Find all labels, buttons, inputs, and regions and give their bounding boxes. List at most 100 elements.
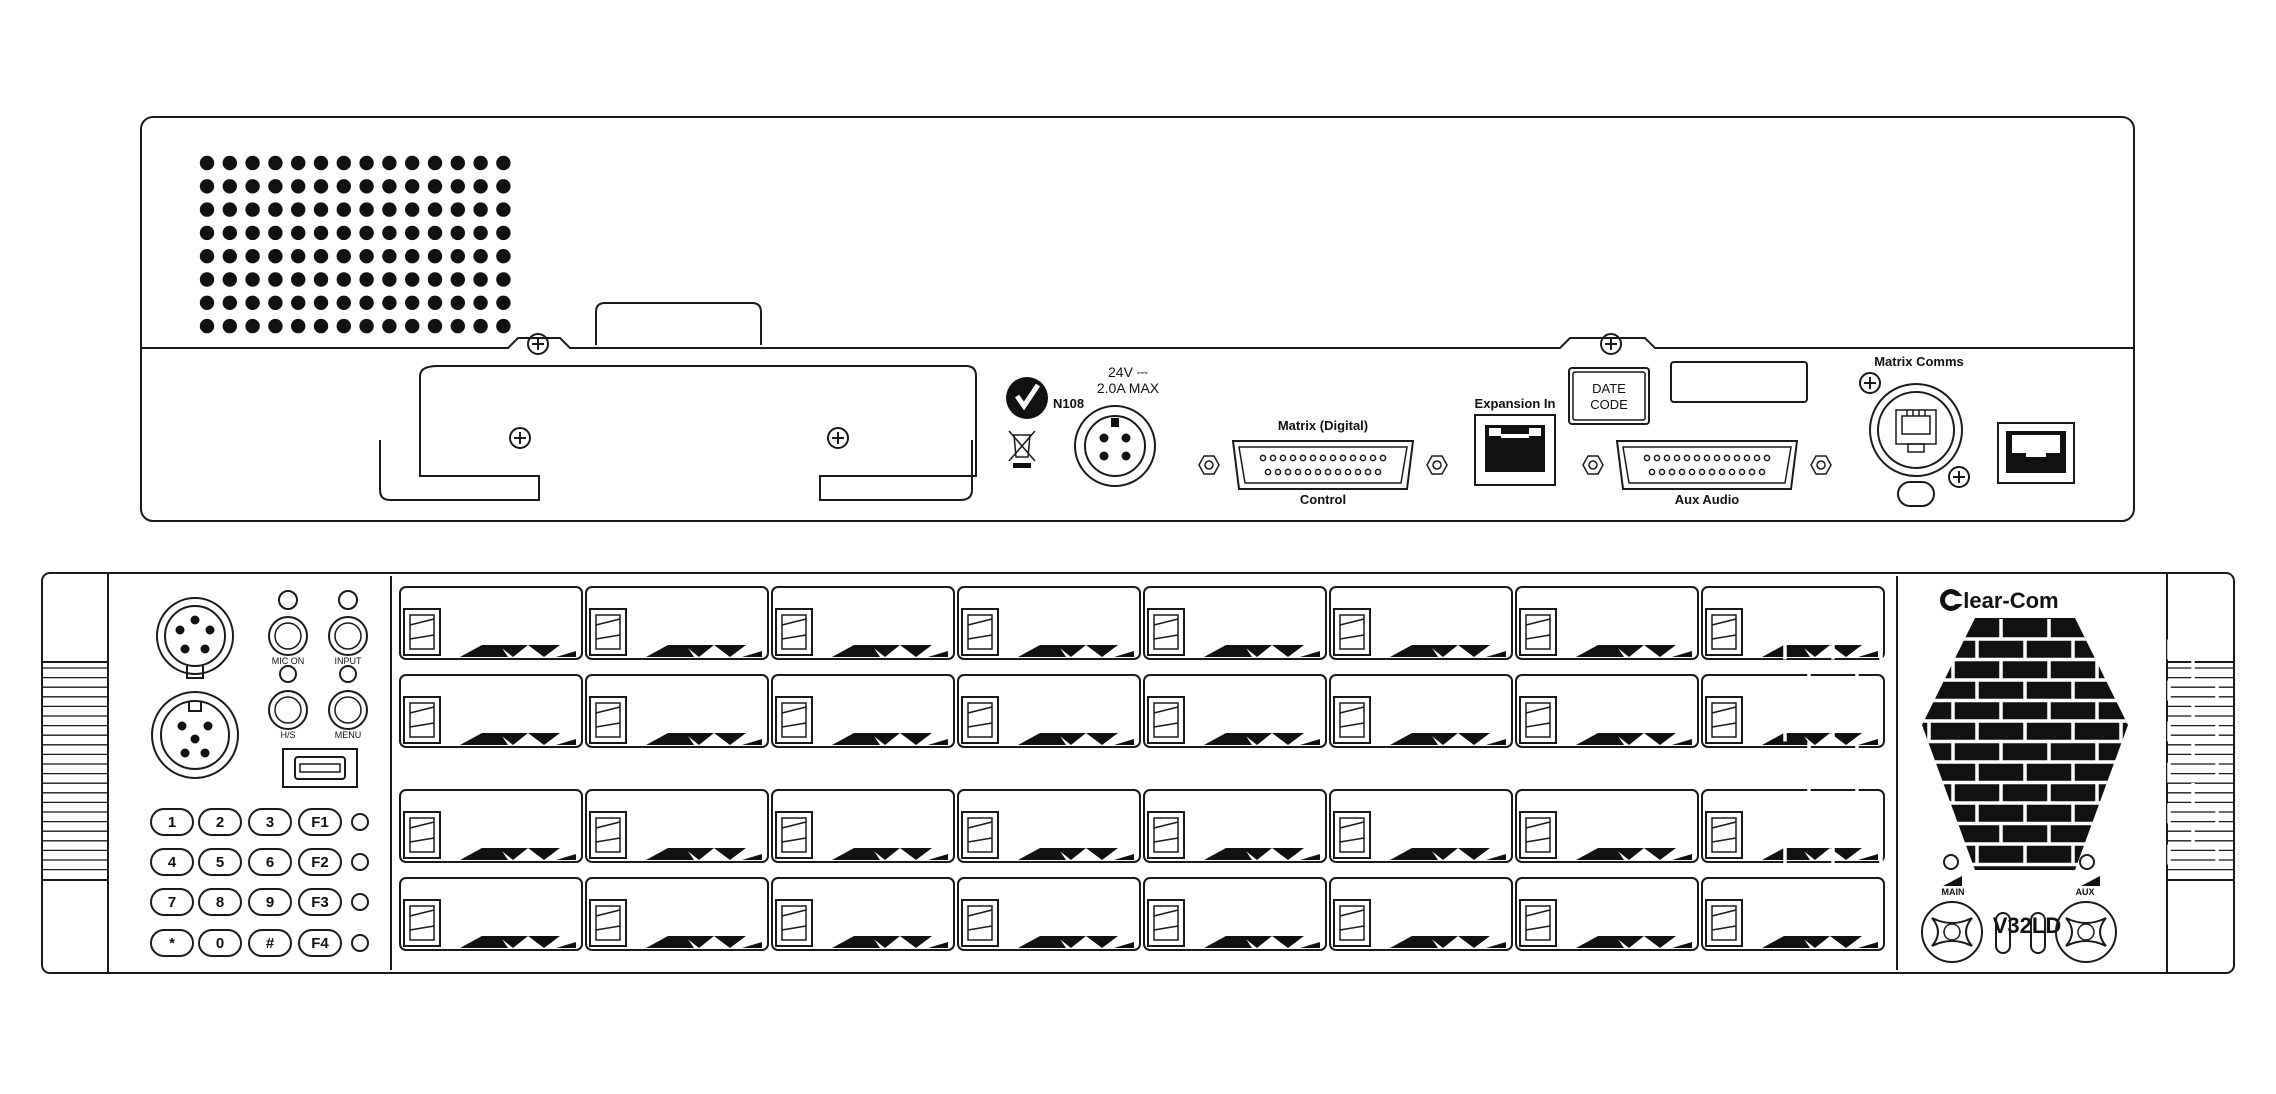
main-volume-knob[interactable] [1921,901,1983,963]
keypad-key-8[interactable]: 8 [198,888,242,916]
expansion-in-rj45-port[interactable] [1474,414,1556,486]
lever-key[interactable] [771,586,955,660]
vent-hole [291,249,306,264]
vent-hole [313,295,329,310]
lever-key[interactable] [957,877,1141,951]
lever-key[interactable] [771,674,955,748]
keypad-key-F2[interactable]: F2 [298,848,342,876]
vent-hole [496,179,511,194]
function-key-led [351,934,369,952]
keypad-key-3[interactable]: 3 [248,808,292,836]
keypad-key-label: 3 [266,814,274,831]
vent-hole [382,202,397,217]
rear-panel: N108 24V ⎓ 2.0A MAX Matrix (Digital) Con… [140,116,2135,522]
vent-hole [359,225,374,241]
keypad-key-*[interactable]: * [150,929,194,957]
input-button[interactable] [328,616,368,656]
keypad-key-label: F4 [311,935,329,952]
vent-hole [450,318,465,334]
menu-button[interactable] [328,690,368,730]
function-key-led [351,893,369,911]
date-code-line-1: DATE [1592,381,1626,396]
vent-hole [313,202,329,217]
date-code-line-2: CODE [1590,397,1628,412]
lever-key[interactable] [1515,586,1699,660]
lever-key[interactable] [585,877,769,951]
keypad-key-F3[interactable]: F3 [298,888,342,916]
vent-hole [245,202,260,217]
keypad-key-9[interactable]: 9 [248,888,292,916]
keypad-key-label: F3 [311,894,329,911]
usb-port[interactable] [282,748,358,788]
keypad-key-2[interactable]: 2 [198,808,242,836]
lever-key[interactable] [1143,789,1327,863]
vent-hole [427,155,443,171]
lever-key[interactable] [585,674,769,748]
rcm-mark-icon [1006,377,1048,419]
keypad-key-#[interactable]: # [248,929,292,957]
mic-on-button[interactable] [268,616,308,656]
lever-key[interactable] [1515,674,1699,748]
lever-key[interactable] [1329,877,1513,951]
keypad-key-F4[interactable]: F4 [298,929,342,957]
vent-hole [268,249,283,264]
headset-xlr-connector[interactable] [151,691,239,779]
lever-key[interactable] [1143,586,1327,660]
speaker-grille [1783,618,2267,870]
hs-button[interactable] [268,690,308,730]
power-rating-line-1: 24V ⎓ [1108,364,1148,380]
lever-key[interactable] [1143,877,1327,951]
lever-key[interactable] [1515,877,1699,951]
mic-xlr-connector[interactable] [156,597,234,679]
vent-hole [313,249,329,264]
vent-hole [405,155,420,171]
vent-hole [427,272,443,287]
keypad-key-1[interactable]: 1 [150,808,194,836]
aux-led [2079,854,2095,870]
aux-volume-knob[interactable] [2055,901,2117,963]
lever-key[interactable] [1701,674,1885,748]
keypad-key-F1[interactable]: F1 [298,808,342,836]
matrix-digital-db25-port[interactable] [1198,440,1448,490]
keypad-key-4[interactable]: 4 [150,848,194,876]
vent-hole [222,202,237,217]
keypad-key-5[interactable]: 5 [198,848,242,876]
lever-key[interactable] [957,586,1141,660]
lever-key[interactable] [399,789,583,863]
matrix-digital-label: Matrix (Digital) [1278,418,1368,433]
vent-hole [313,155,329,171]
mic-on-label: MIC ON [272,656,305,666]
lever-key[interactable] [1701,877,1885,951]
lever-key[interactable] [399,877,583,951]
lever-key[interactable] [957,674,1141,748]
lever-key[interactable] [1329,674,1513,748]
matrix-comms-label: Matrix Comms [1874,354,1964,369]
vent-hole [245,225,260,241]
lever-key[interactable] [771,877,955,951]
vent-hole [450,179,465,194]
vent-hole [473,155,488,171]
vent-hole [473,249,488,264]
vent-hole [359,202,374,217]
vent-hole [245,272,260,287]
vent-hole [450,249,465,264]
lever-key[interactable] [399,674,583,748]
lever-key[interactable] [1329,789,1513,863]
lever-key[interactable] [1515,789,1699,863]
lever-key[interactable] [957,789,1141,863]
keypad-key-0[interactable]: 0 [198,929,242,957]
network-rj45-port[interactable] [1997,422,2075,484]
vent-hole [268,179,283,194]
vent-hole [336,225,351,241]
lever-key[interactable] [585,586,769,660]
aux-audio-db25-port[interactable] [1582,440,1832,490]
keypad-key-6[interactable]: 6 [248,848,292,876]
keypad-key-7[interactable]: 7 [150,888,194,916]
lever-key[interactable] [1329,586,1513,660]
lever-key[interactable] [1143,674,1327,748]
matrix-comms-ethercon-port[interactable] [1859,372,1970,507]
lever-key[interactable] [399,586,583,660]
power-din-connector[interactable] [1074,405,1156,487]
lever-key[interactable] [585,789,769,863]
lever-key[interactable] [771,789,955,863]
